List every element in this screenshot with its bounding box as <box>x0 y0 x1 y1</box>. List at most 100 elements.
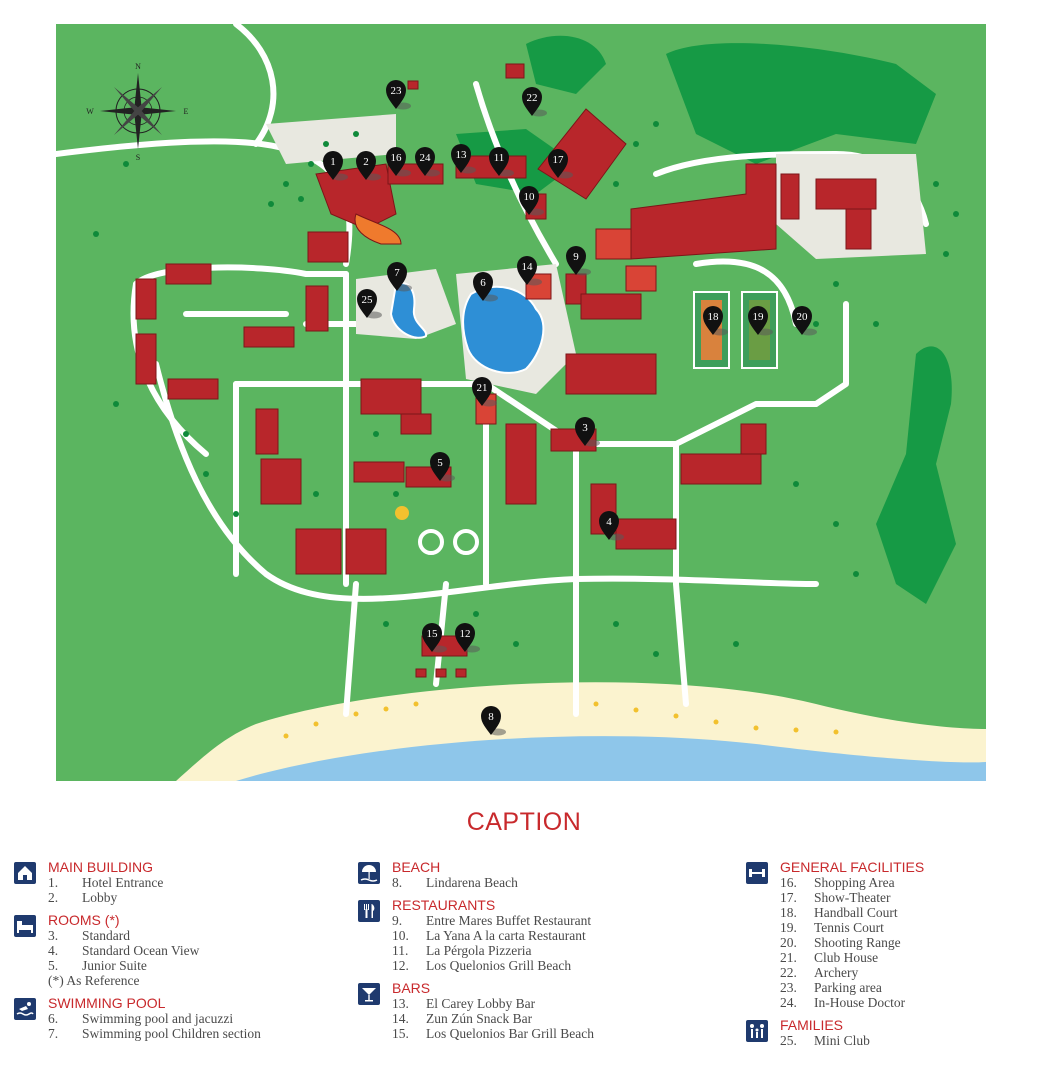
map-pin[interactable]: 14 <box>517 256 542 286</box>
map-pin-icon <box>356 151 376 180</box>
map-pin-icon <box>522 87 542 116</box>
map-pin[interactable]: 11 <box>489 147 514 177</box>
map-pin[interactable]: 10 <box>519 186 544 216</box>
map-pin[interactable]: 8 <box>481 706 506 736</box>
map-pin[interactable]: 25 <box>357 289 382 319</box>
legend-item-label: Club House <box>814 950 879 965</box>
legend-group-title: FAMILIES <box>780 1017 844 1033</box>
map-pin[interactable]: 23 <box>386 80 411 110</box>
map-pin-label: 7 <box>394 267 400 279</box>
legend-item: 22.Archery <box>780 965 1046 980</box>
compass-s: S <box>136 153 140 162</box>
legend-group-title: BARS <box>392 980 431 996</box>
compass-n: N <box>135 62 141 71</box>
map-pin[interactable]: 2 <box>356 151 381 181</box>
map-pin-label: 24 <box>420 152 432 164</box>
map-pin-icon <box>489 147 509 176</box>
beach-umbrellas <box>283 701 839 739</box>
family-icon <box>746 1020 768 1042</box>
map-pin-label: 12 <box>460 628 471 640</box>
map-pin[interactable]: 17 <box>548 149 573 179</box>
map-pin-label: 5 <box>437 457 443 469</box>
map-pin[interactable]: 20 <box>792 306 817 336</box>
legend-item: 7. Swimming pool Children section <box>48 1026 334 1041</box>
legend-item: 25.Mini Club <box>780 1033 1046 1048</box>
map-pin[interactable]: 5 <box>430 452 455 482</box>
map-pin[interactable]: 21 <box>472 377 497 407</box>
legend-item-number: 4. <box>48 943 59 958</box>
legend-item: 20.Shooting Range <box>780 935 1046 950</box>
legend-item-label: Lobby <box>82 890 118 905</box>
map-pin-icon <box>386 147 406 176</box>
map-pin[interactable]: 7 <box>387 262 412 292</box>
legend-item-label: Lindarena Beach <box>426 875 518 890</box>
legend-group-title: SWIMMING POOL <box>48 995 166 1011</box>
map-pin[interactable]: 18 <box>703 306 728 336</box>
legend-note: (*) As Reference <box>48 973 140 988</box>
legend-item-label: Standard Ocean View <box>82 943 200 958</box>
legend-item-number: 5. <box>48 958 59 973</box>
legend-item-number: 11. <box>392 943 409 958</box>
map-pin[interactable]: 3 <box>575 417 600 447</box>
map-pin[interactable]: 1 <box>323 151 348 181</box>
map-pin-label: 11 <box>494 152 505 164</box>
map-pin[interactable]: 15 <box>422 623 447 653</box>
map-pin[interactable]: 12 <box>455 623 480 653</box>
legend-item: 1.Hotel Entrance <box>48 875 334 890</box>
map-pin[interactable]: 24 <box>415 147 440 177</box>
map-pin-icon <box>703 306 723 335</box>
legend-item-label: In-House Doctor <box>814 995 906 1010</box>
legend-item: 2.Lobby <box>48 890 334 905</box>
legend-item-number: 8. <box>392 875 403 890</box>
map-pin-label: 23 <box>391 85 403 97</box>
map-pin[interactable]: 19 <box>748 306 773 336</box>
children-pool <box>389 282 428 339</box>
map-pin-label: 21 <box>477 382 488 394</box>
swimmer-icon <box>14 998 36 1020</box>
map-pin-label: 15 <box>427 628 439 640</box>
legend-item-label: Los Quelonios Grill Beach <box>426 958 572 973</box>
legend-item-number: 3. <box>48 928 59 943</box>
map-pin[interactable]: 6 <box>473 272 498 302</box>
map-pin-label: 9 <box>573 251 579 263</box>
legend-item: 6.Swimming pool and jacuzzi <box>48 1011 334 1026</box>
map-pin[interactable]: 16 <box>386 147 411 177</box>
legend-item-label: La Yana A la carta Restaurant <box>426 928 586 943</box>
legend-item-label: Shooting Range <box>814 935 901 950</box>
compass-rose: N S E W <box>86 62 188 162</box>
legend-item-number: 1. <box>48 875 59 890</box>
compass-w: W <box>86 107 94 116</box>
sea <box>236 736 986 781</box>
roundabout <box>453 529 479 555</box>
legend-item-number: 7. <box>48 1026 59 1041</box>
legend-item-number: 17. <box>780 890 797 905</box>
legend-item-label: Swimming pool and jacuzzi <box>82 1011 234 1026</box>
legend-item: 11.La Pérgola Pizzeria <box>392 943 718 958</box>
map-pin-icon <box>323 151 343 180</box>
legend-item-label: Archery <box>814 965 859 980</box>
legend-item-label: El Carey Lobby Bar <box>426 996 536 1011</box>
legend-item: 17.Show-Theater <box>780 890 1046 905</box>
map-pin[interactable]: 4 <box>599 511 624 541</box>
map-pin[interactable]: 9 <box>566 246 591 276</box>
map-pin-icon <box>519 186 539 215</box>
legend-group-title: BEACH <box>392 859 441 875</box>
map-pin-icon <box>473 272 493 301</box>
legend-item-label: Swimming pool Children section <box>82 1026 261 1041</box>
map-pin[interactable]: 22 <box>522 87 547 117</box>
legend-item: 23.Parking area <box>780 980 1046 995</box>
map-pin-label: 3 <box>582 422 588 434</box>
legend-item-label: Parking area <box>814 980 882 995</box>
legend-item-label: Tennis Court <box>814 920 884 935</box>
map-pin[interactable]: 13 <box>451 144 476 174</box>
beach-umbrella-icon <box>358 862 380 884</box>
compass-e: E <box>184 107 189 116</box>
map-pin-label: 4 <box>606 516 612 528</box>
legend-item: 4. Standard Ocean View <box>48 943 334 958</box>
